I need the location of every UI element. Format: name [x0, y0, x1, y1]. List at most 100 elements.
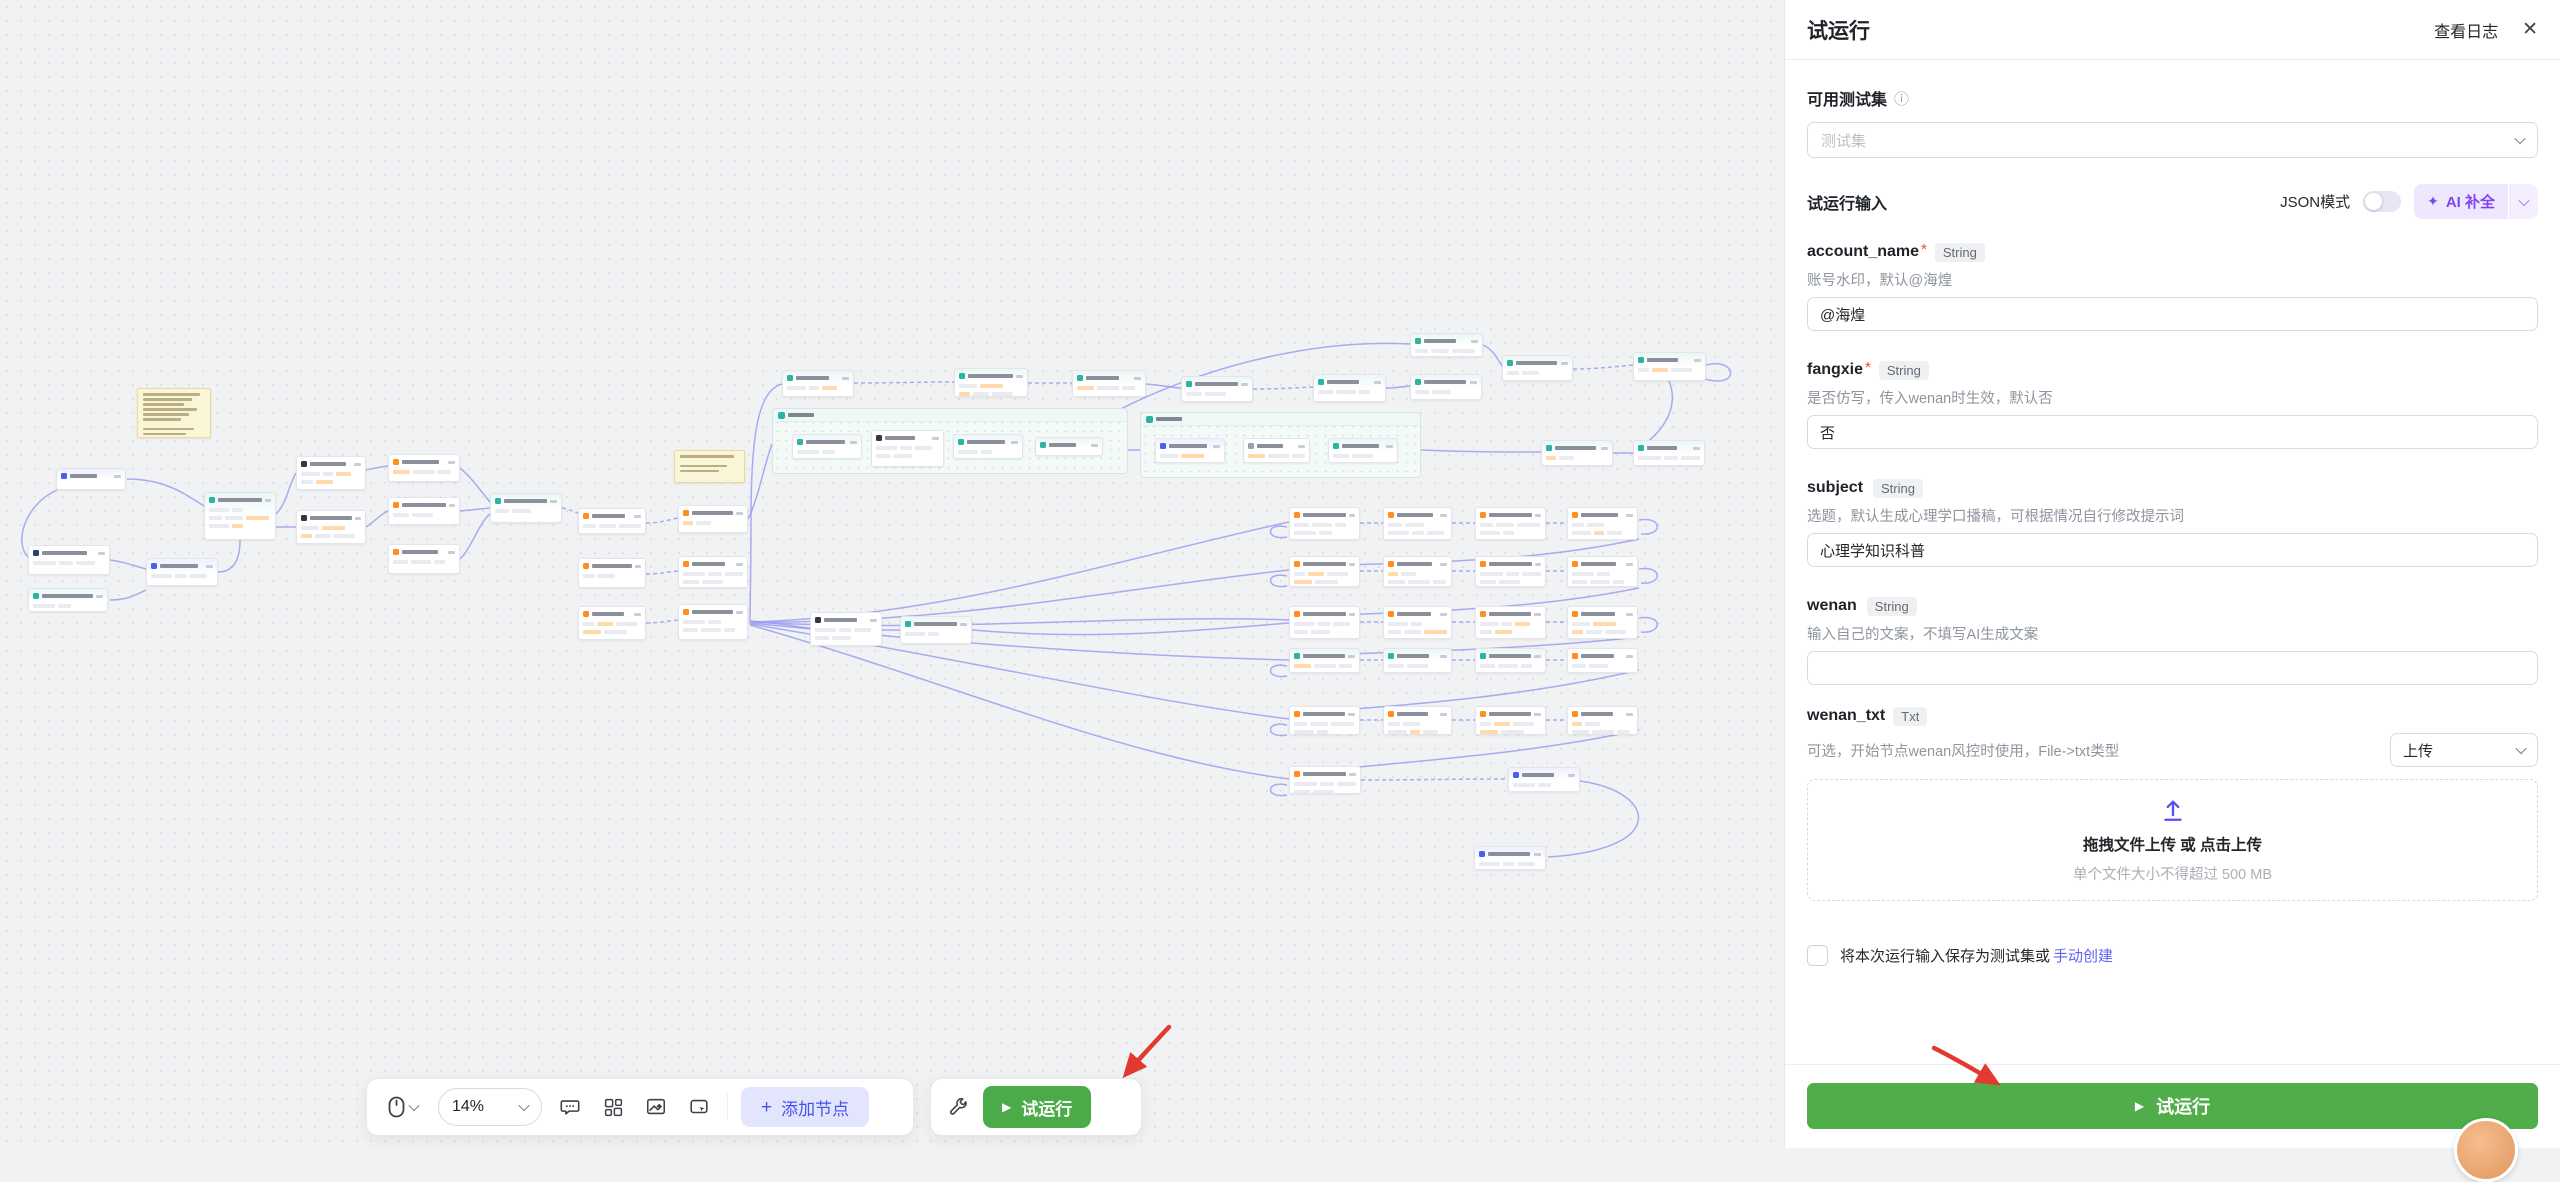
node-type-icon: [1388, 611, 1394, 617]
workflow-node[interactable]: [296, 456, 366, 490]
workflow-node[interactable]: [1383, 507, 1452, 540]
close-icon[interactable]: ✕: [2522, 19, 2538, 40]
workflow-node[interactable]: [954, 368, 1028, 397]
workflow-node[interactable]: [388, 497, 460, 525]
workflow-node[interactable]: [28, 545, 110, 575]
workflow-node[interactable]: [678, 604, 748, 640]
workflow-node[interactable]: [1035, 437, 1103, 456]
workflow-node[interactable]: [1502, 355, 1573, 381]
workflow-node[interactable]: [1289, 606, 1360, 639]
upload-icon: [2163, 800, 2182, 821]
user-avatar[interactable]: [2454, 1118, 2518, 1182]
node-type-icon: [797, 439, 803, 445]
workflow-node[interactable]: [1181, 376, 1253, 402]
workflow-node[interactable]: [1633, 440, 1705, 466]
node-type-icon: [1479, 851, 1485, 857]
sticky-note[interactable]: [674, 450, 745, 483]
node-type-icon: [1480, 611, 1486, 617]
workflow-node[interactable]: [1289, 556, 1360, 587]
workflow-node[interactable]: [1508, 767, 1580, 792]
workflow-node[interactable]: [1155, 438, 1225, 463]
add-node-button[interactable]: + 添加节点: [741, 1087, 870, 1127]
workflow-node[interactable]: [28, 588, 108, 612]
workflow-node[interactable]: [1383, 556, 1452, 587]
file-upload-dropzone[interactable]: 拖拽文件上传 或 点击上传 单个文件大小不得超过 500 MB: [1807, 779, 2538, 901]
upload-mode-select[interactable]: 上传: [2390, 733, 2538, 767]
test-run-button-panel[interactable]: ▶ 试运行: [1807, 1083, 2538, 1129]
node-type-icon: [683, 561, 689, 567]
workflow-node[interactable]: [490, 493, 562, 523]
debug-tools-button[interactable]: [943, 1092, 973, 1122]
workflow-node[interactable]: [1072, 370, 1146, 397]
cursor-mode-button[interactable]: [381, 1092, 425, 1122]
workflow-node[interactable]: [1567, 606, 1638, 639]
dataset-select[interactable]: 测试集: [1807, 122, 2538, 158]
workflow-node[interactable]: [1313, 374, 1386, 402]
workflow-node[interactable]: [1567, 507, 1638, 540]
manual-create-link[interactable]: 手动创建: [2053, 948, 2114, 965]
workflow-node[interactable]: [578, 558, 646, 588]
workflow-node[interactable]: [1289, 706, 1360, 735]
node-type-icon: [61, 473, 67, 479]
workflow-node[interactable]: [578, 508, 646, 534]
export-image-button[interactable]: [641, 1092, 671, 1122]
workflow-node[interactable]: [1475, 507, 1546, 540]
workflow-node[interactable]: [1383, 706, 1452, 735]
minimap-button[interactable]: [684, 1092, 714, 1122]
workflow-node[interactable]: [810, 612, 882, 646]
workflow-node[interactable]: [1289, 648, 1360, 673]
workflow-node[interactable]: [782, 370, 854, 397]
workflow-node[interactable]: [1289, 766, 1361, 794]
workflow-node[interactable]: [1633, 352, 1706, 381]
workflow-node[interactable]: [871, 430, 944, 467]
workflow-node[interactable]: [1567, 556, 1638, 587]
workflow-node[interactable]: [1474, 846, 1546, 870]
workflow-node[interactable]: [1475, 706, 1546, 735]
test-run-button-toolbar[interactable]: ▶ 试运行: [983, 1086, 1092, 1128]
save-as-dataset-checkbox[interactable]: [1807, 945, 1828, 966]
ai-complete-caret[interactable]: [2508, 184, 2538, 219]
workflow-node[interactable]: [792, 434, 862, 459]
view-logs-link[interactable]: 查看日志: [2434, 23, 2499, 41]
zoom-level-select[interactable]: 14%: [438, 1088, 542, 1126]
account-name-input[interactable]: [1807, 297, 2538, 331]
wenan-input[interactable]: [1807, 651, 2538, 685]
workflow-node[interactable]: [146, 558, 218, 586]
workflow-node[interactable]: [296, 510, 366, 544]
workflow-node[interactable]: [1475, 556, 1546, 587]
workflow-canvas[interactable]: [0, 0, 1784, 1148]
workflow-node[interactable]: [1567, 648, 1638, 673]
workflow-node[interactable]: [388, 544, 460, 574]
workflow-node[interactable]: [1541, 440, 1613, 466]
workflow-node[interactable]: [678, 505, 748, 533]
sticky-note[interactable]: [137, 388, 211, 438]
subject-input[interactable]: [1807, 533, 2538, 567]
chevron-down-icon: [518, 1099, 530, 1112]
workflow-node[interactable]: [678, 556, 748, 588]
json-mode-toggle[interactable]: [2363, 191, 2402, 212]
workflow-node[interactable]: [953, 434, 1023, 459]
comment-button[interactable]: [555, 1092, 585, 1122]
workflow-node[interactable]: [388, 454, 460, 482]
workflow-node[interactable]: [204, 492, 276, 540]
workflow-node[interactable]: [1475, 648, 1546, 673]
test-run-panel: 试运行 查看日志 ✕ 可用测试集 ⓘ 测试集 试运行输入 JSON模式 ✦ AI…: [1784, 0, 2560, 1148]
image-export-icon: [646, 1098, 666, 1115]
workflow-node[interactable]: [1328, 438, 1398, 463]
info-icon[interactable]: ⓘ: [1894, 90, 1910, 108]
workflow-node[interactable]: [578, 606, 646, 640]
workflow-node[interactable]: [56, 468, 126, 490]
workflow-node[interactable]: [1410, 333, 1483, 357]
workflow-node[interactable]: [1243, 438, 1310, 463]
workflow-node[interactable]: [1383, 606, 1452, 639]
workflow-node[interactable]: [1475, 606, 1546, 639]
fangxie-input[interactable]: [1807, 415, 2538, 449]
workflow-node[interactable]: [900, 616, 972, 644]
workflow-node[interactable]: [1383, 648, 1452, 673]
workflow-node[interactable]: [1289, 507, 1360, 540]
auto-layout-button[interactable]: [598, 1092, 628, 1122]
ai-complete-button[interactable]: ✦ AI 补全: [2414, 184, 2538, 219]
workflow-node[interactable]: [1410, 374, 1482, 400]
node-type-icon: [815, 617, 821, 623]
workflow-node[interactable]: [1567, 706, 1638, 735]
